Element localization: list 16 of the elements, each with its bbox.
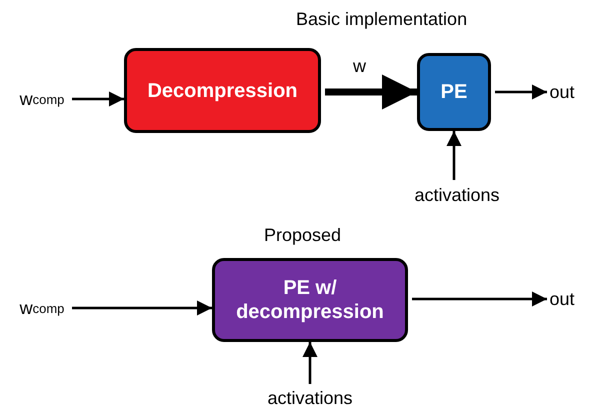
section-title: Proposed [264, 225, 342, 246]
arrow [325, 74, 417, 110]
section-title: Basic implementation [296, 9, 468, 30]
processing-element-block: PE w/ decompression [212, 258, 408, 342]
signal-label: activations [258, 386, 362, 410]
arrow [302, 342, 318, 384]
arrow [495, 84, 547, 100]
arrow [72, 300, 212, 316]
signal-label: activations [405, 182, 509, 208]
signal-label: out [547, 80, 577, 104]
processing-element-block: PE [417, 53, 491, 131]
decompression-block: Decompression [124, 48, 321, 133]
arrow [412, 292, 547, 306]
arrow [446, 131, 462, 180]
signal-label: out [547, 287, 577, 311]
arrow [72, 92, 124, 106]
